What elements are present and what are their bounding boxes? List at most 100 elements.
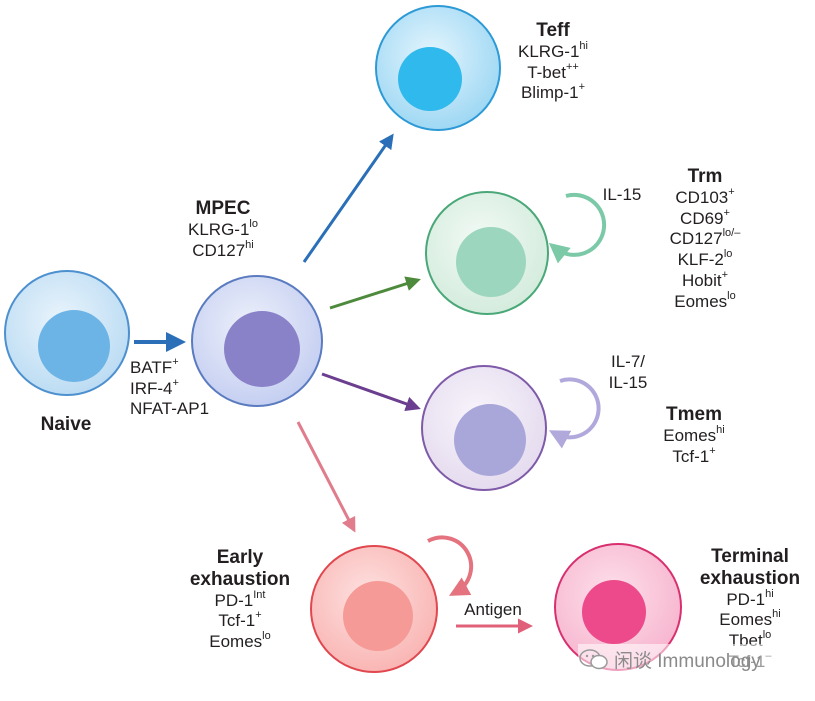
marker-row: KLRG-1lo xyxy=(168,217,278,241)
marker-name: PD-1 xyxy=(726,589,766,609)
marker-level: + xyxy=(172,376,179,389)
marker-row: T-bet++ xyxy=(498,60,608,84)
mpec-title: MPEC xyxy=(195,198,251,219)
marker-level: lo xyxy=(249,217,258,230)
marker-row: CD103+ xyxy=(655,185,755,209)
marker-level: + xyxy=(255,609,262,622)
terminal-exhaustion-title: Terminal exhaustion xyxy=(699,546,801,589)
marker-name: CD127 xyxy=(669,229,723,249)
marker-row: Eomeslo xyxy=(176,630,304,653)
il7-loop-arrow xyxy=(548,377,601,449)
marker-name: Eomes xyxy=(209,632,263,652)
marker-name: PD-1 xyxy=(214,590,254,610)
marker-name: CD127 xyxy=(192,240,246,260)
early-loop-arrow xyxy=(427,535,474,596)
marker-level: + xyxy=(728,185,735,198)
transcription-factors: BATF+IRF-4+NFAT-AP1 xyxy=(130,356,210,420)
il15-loop-arrow xyxy=(548,192,607,264)
marker-level: + xyxy=(709,444,716,457)
naive-label: Naive xyxy=(40,414,92,435)
naive-cell xyxy=(4,270,130,396)
marker-level: hi xyxy=(772,608,781,621)
terminal-exhaustion-cell xyxy=(554,543,682,671)
marker-name: Tcf-1 xyxy=(672,446,710,466)
marker-name: CD69 xyxy=(680,208,724,228)
marker-name: Eomes xyxy=(719,610,773,630)
teff-cell xyxy=(375,5,501,131)
il7-il15-label: IL-7/ IL-15 xyxy=(608,352,648,392)
mpec-cell xyxy=(191,275,323,407)
chat-bubble-icon xyxy=(579,649,608,670)
marker-row: Eomeshi xyxy=(688,608,812,631)
trm-title: Trm xyxy=(687,166,723,187)
marker-row: CD127lo/– xyxy=(655,227,755,250)
marker-name: Blimp-1 xyxy=(520,83,579,103)
marker-level: hi xyxy=(579,39,588,52)
mpec-to-teff-arrow xyxy=(302,133,394,263)
antigen-label: Antigen xyxy=(464,600,522,619)
marker-name: Tcf-1 xyxy=(218,611,256,631)
marker-row: PD-1Int xyxy=(176,588,304,612)
marker-row: KLF-2lo xyxy=(655,248,755,271)
marker-level: lo xyxy=(762,629,772,642)
early-exhaustion-title: Early exhaustion xyxy=(189,547,291,590)
marker-row: Tcf-1+ xyxy=(644,444,744,468)
marker-level: + xyxy=(578,81,586,94)
marker-row: Hobit+ xyxy=(655,268,755,292)
mpec-to-trm-arrow xyxy=(329,276,421,310)
marker-row: Tcf-1+ xyxy=(176,609,304,632)
marker-name: T-bet xyxy=(527,62,566,82)
marker-level: lo xyxy=(723,248,733,261)
marker-row: CD69+ xyxy=(655,206,755,230)
marker-name: CD103 xyxy=(675,187,729,207)
watermark-text: 闲谈 Immunology xyxy=(614,650,761,672)
marker-name: Hobit xyxy=(681,270,722,290)
marker-row: IRF-4+ xyxy=(130,376,210,400)
marker-level: lo xyxy=(262,630,271,643)
marker-name: Eomes xyxy=(663,425,717,445)
trm-cell xyxy=(425,191,549,315)
teff-title: Teff xyxy=(536,20,570,41)
terminal-exhaustion-label: Terminal exhaustion PD-1hiEomeshiTbetloT… xyxy=(688,546,812,673)
marker-level: lo/– xyxy=(722,227,741,240)
marker-level: hi xyxy=(716,423,725,436)
marker-level: + xyxy=(172,356,179,368)
marker-level: ++ xyxy=(565,60,579,73)
marker-level: lo xyxy=(727,289,736,302)
mpec-to-early-arrow xyxy=(296,421,356,533)
marker-name: KLRG-1 xyxy=(188,219,250,239)
tmem-cell xyxy=(421,365,547,491)
watermark: 闲谈 Immunology xyxy=(578,644,808,674)
marker-name: KLRG-1 xyxy=(518,41,580,61)
marker-row: BATF+ xyxy=(130,356,210,379)
marker-name: KLF-2 xyxy=(677,250,724,270)
marker-name: IRF-4 xyxy=(130,378,173,398)
marker-row: CD127hi xyxy=(168,239,278,262)
mpec-to-tmem-arrow xyxy=(321,372,421,412)
marker-level: Int xyxy=(253,588,266,601)
marker-row: Eomeshi xyxy=(644,423,744,447)
marker-level: + xyxy=(721,268,729,281)
marker-level: hi xyxy=(765,587,774,600)
marker-row: NFAT-AP1 xyxy=(130,399,210,420)
early-exhaustion-cell xyxy=(310,545,438,673)
marker-row: KLRG-1hi xyxy=(498,39,608,63)
marker-row: PD-1hi xyxy=(688,587,812,611)
marker-row: Eomeslo xyxy=(655,289,755,313)
marker-name: Eomes xyxy=(674,291,728,311)
marker-name: NFAT-AP1 xyxy=(130,399,210,419)
marker-name: BATF xyxy=(130,358,173,377)
marker-level: + xyxy=(723,206,730,219)
il15-label: IL-15 xyxy=(602,185,642,204)
